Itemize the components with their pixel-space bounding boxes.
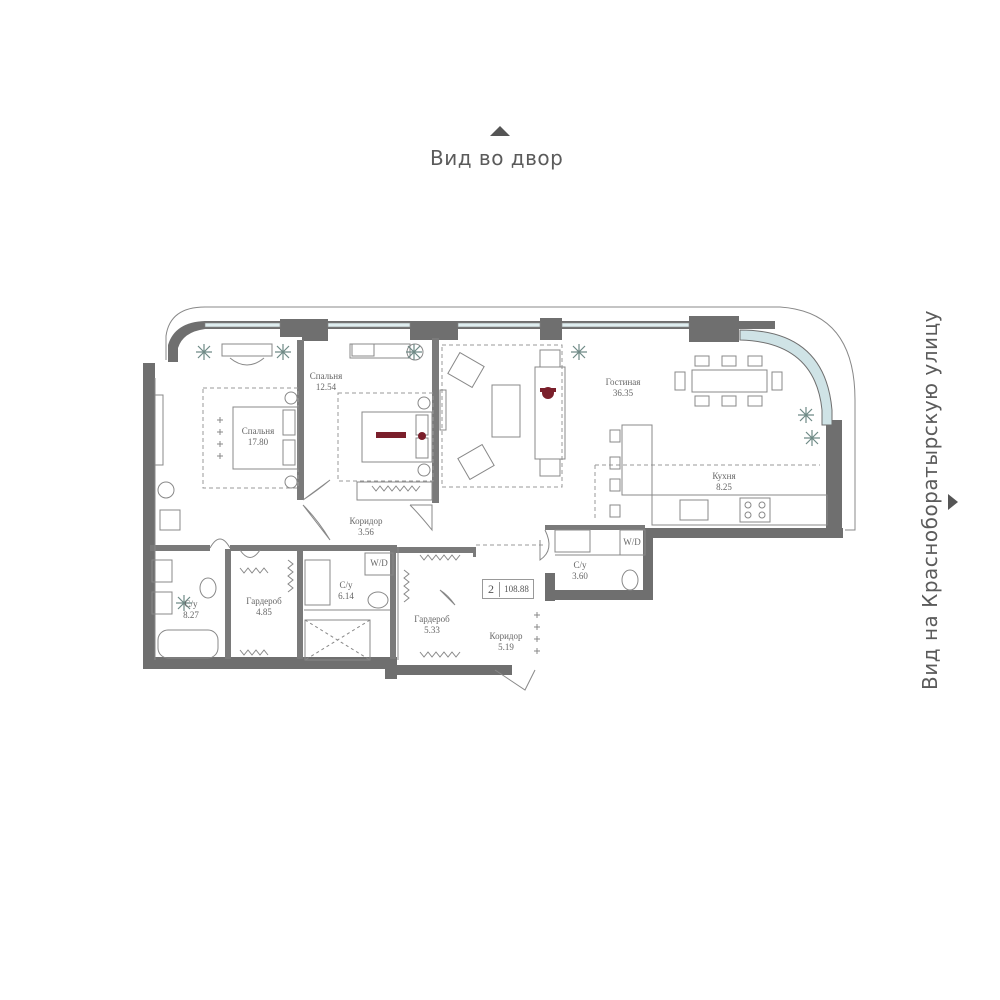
zone-dashes: [202, 344, 820, 546]
hangers: [239, 481, 461, 658]
arrow-right-icon: [948, 494, 958, 510]
room-count: 2: [483, 581, 500, 597]
bed-1: [232, 391, 299, 489]
room-bath-1: С/у 8.27: [183, 599, 199, 621]
room-bedroom-1: Спальня 17.80: [242, 426, 274, 448]
bath-fixtures: [151, 529, 639, 661]
kitchen-furniture: [609, 424, 828, 526]
arrow-up-icon: [490, 126, 510, 136]
room-area: 8.27: [183, 610, 199, 620]
room-name: Кухня: [712, 471, 736, 481]
person-figure-2: [540, 387, 556, 399]
room-area: 3.56: [358, 527, 374, 537]
windows: [204, 322, 690, 328]
room-area: 36.35: [612, 388, 634, 398]
view-label-right: Вид на Красноборатырскую улицу: [918, 310, 942, 690]
plus-marks: [217, 417, 540, 654]
plant-icon: [176, 595, 192, 611]
room-area: 3.60: [572, 571, 588, 581]
plants: [176, 344, 820, 611]
room-corridor-1: Коридор 3.56: [350, 516, 383, 538]
plant-icon: [406, 344, 422, 360]
bed-2: [361, 396, 433, 477]
dining-table: [674, 355, 783, 407]
room-name: С/у: [184, 599, 198, 609]
total-area: 108.88: [504, 584, 529, 594]
room-area: 4.85: [256, 607, 272, 617]
doors: [209, 479, 550, 691]
room-name: С/у: [339, 580, 353, 590]
plant-icon: [275, 344, 291, 360]
apartment-badge: 2 108.88: [482, 579, 534, 599]
room-area: 17.80: [247, 437, 269, 447]
room-area: 5.33: [424, 625, 440, 635]
room-area: 12.54: [315, 382, 337, 392]
room-kitchen: Кухня 8.25: [712, 471, 735, 493]
balcony-outline: [165, 306, 856, 531]
interior-walls: [150, 338, 645, 659]
room-bedroom-2: Спальня 12.54: [310, 371, 342, 393]
room-name: Коридор: [349, 516, 383, 526]
plant-icon: [804, 430, 820, 446]
living-furniture: [154, 343, 566, 531]
room-wardrobe-1: Гардероб 4.85: [246, 596, 282, 618]
room-wardrobe-2: Гардероб 5.33: [414, 614, 450, 636]
view-label-top: Вид во двор: [430, 146, 564, 170]
room-name: Гостиная: [605, 377, 641, 387]
plant-icon: [571, 344, 587, 360]
room-name: Коридор: [489, 631, 523, 641]
room-corridor-2: Коридор 5.19: [490, 631, 523, 653]
room-bath-3: С/у 3.60: [572, 560, 588, 582]
washer-label: W/D: [623, 537, 641, 547]
person-figure-1: [376, 432, 426, 440]
room-bath-2: С/у 6.14: [338, 580, 354, 602]
room-area: 5.19: [498, 642, 514, 652]
washer-boxes: [364, 529, 646, 576]
room-area: 8.25: [716, 482, 732, 492]
room-living: Гостиная 36.35: [606, 377, 641, 399]
plant-icon: [196, 344, 212, 360]
room-name: Гардероб: [246, 596, 282, 606]
room-name: Гардероб: [414, 614, 450, 624]
washer-label: W/D: [370, 558, 388, 568]
glass-corner: [739, 329, 833, 426]
room-name: Спальня: [241, 426, 275, 436]
room-area: 6.14: [338, 591, 354, 601]
room-name: С/у: [573, 560, 587, 570]
room-name: Спальня: [309, 371, 343, 381]
plant-icon: [798, 407, 814, 423]
